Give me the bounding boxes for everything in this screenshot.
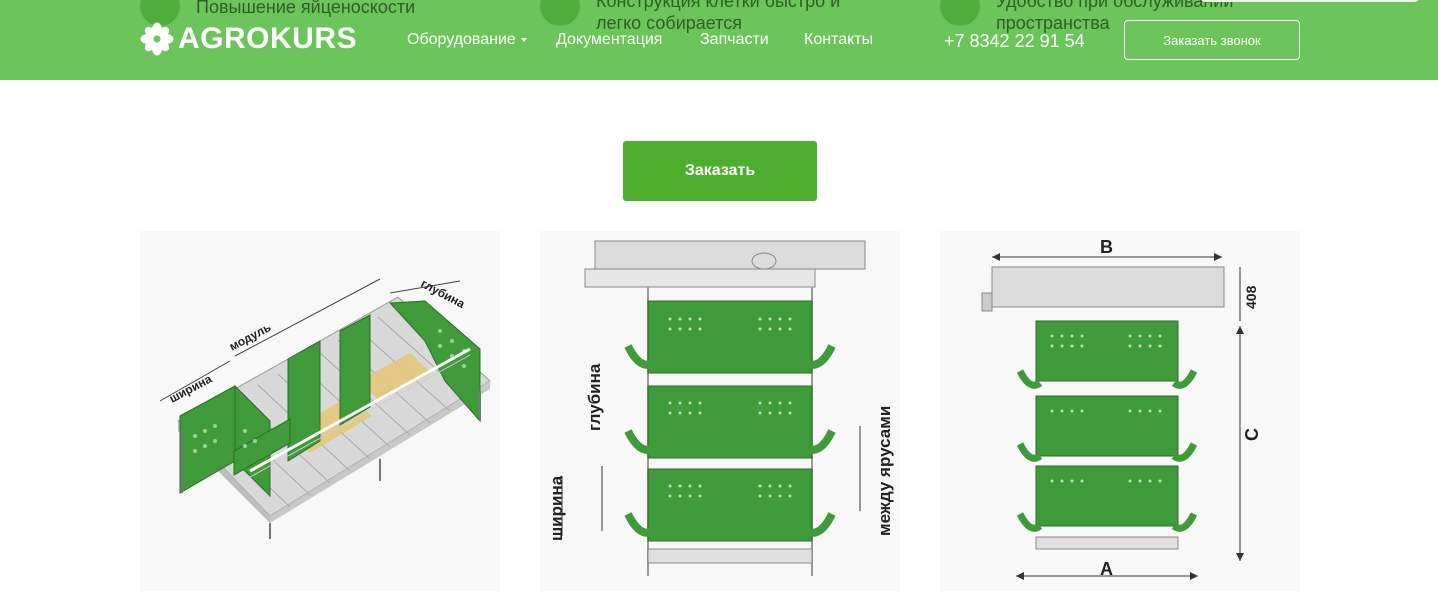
cage-isometric-image: ширина модуль глубина: [140, 231, 500, 591]
dimension-label-between-tiers: между ярусами: [875, 406, 894, 536]
feature-bullet-icon: [540, 0, 580, 26]
nav-item-documentation[interactable]: Документация: [556, 31, 663, 48]
cage-front-view-image: глубина ширина между ярусами: [540, 231, 900, 591]
site-logo[interactable]: AGROKURS: [140, 22, 357, 56]
feature-text: Удобство при обслуживании пространства: [996, 0, 1233, 34]
site-header: Повышение яйценоскости Конструкция клетк…: [0, 0, 1438, 80]
dimension-label-c: C: [1242, 428, 1262, 441]
dimension-label-408: 408: [1243, 285, 1259, 309]
feature-bullet-icon: [940, 0, 980, 26]
nav-item-label: Оборудование: [407, 31, 516, 48]
feature-text: Конструкция клетки быстро и легко собира…: [596, 0, 840, 34]
nav-item-contacts[interactable]: Контакты: [804, 31, 874, 48]
feature-text-line: пространства: [996, 13, 1110, 33]
order-button[interactable]: Заказать: [623, 141, 817, 201]
feature-text-line: Конструкция клетки быстро и: [596, 0, 841, 11]
dimension-label-glubina: глубина: [585, 363, 604, 431]
feature-text-line: Повышение яйценоскости: [196, 0, 416, 17]
phone-link[interactable]: +7 8342 22 91 54: [944, 31, 1085, 51]
popup-edge: [1200, 0, 1420, 2]
dimension-label-a: A: [1100, 559, 1113, 579]
callback-button[interactable]: Заказать звонок: [1124, 20, 1300, 60]
feature-text-line: легко собирается: [596, 13, 742, 33]
nav-item-equipment[interactable]: Оборудование: [407, 31, 527, 49]
cage-dimensions-image: B 408 C A: [940, 231, 1300, 591]
dimension-label-shirina: ширина: [547, 475, 566, 541]
caret-down-icon: [520, 37, 527, 42]
dimension-label-b: B: [1100, 237, 1113, 257]
nav-item-spare-parts[interactable]: Запчасти: [700, 31, 769, 48]
fan-logo-icon: [140, 22, 174, 56]
logo-text: AGROKURS: [178, 22, 358, 55]
feature-text: Повышение яйценоскости: [196, 0, 415, 18]
feature-text-line: Удобство при обслуживании: [996, 0, 1234, 11]
